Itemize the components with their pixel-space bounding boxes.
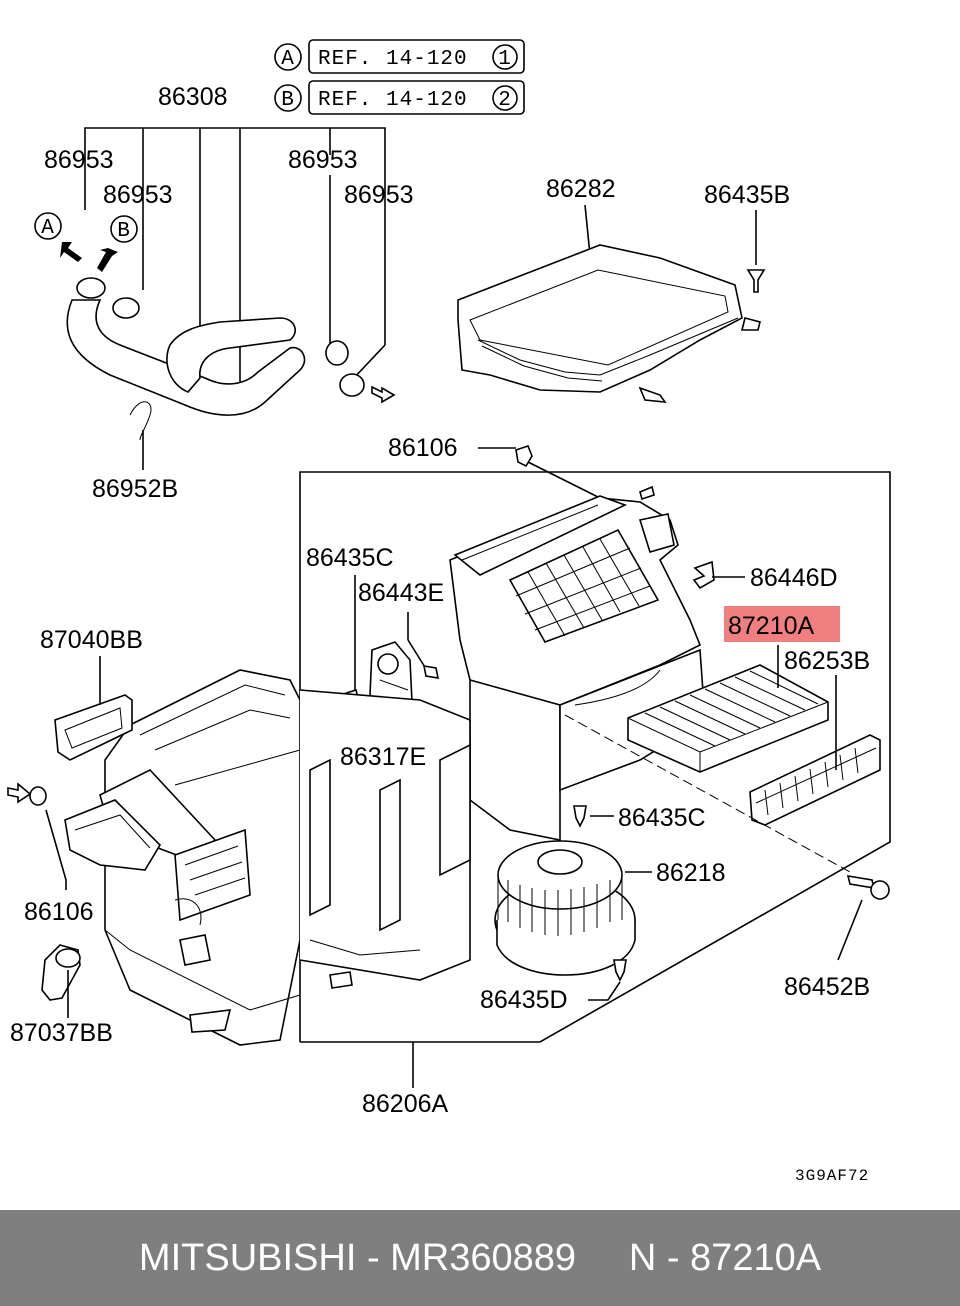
label-86953: 86953 xyxy=(103,181,173,209)
footer-bar: MITSUBISHI - MR360889 N - 87210A xyxy=(0,1210,960,1306)
label-86435c: 86435C xyxy=(618,804,706,832)
label-86106: 86106 xyxy=(24,898,94,926)
screw-86435d xyxy=(588,959,627,1001)
footer-text: MITSUBISHI - MR360889 N - 87210A xyxy=(138,1236,822,1279)
label-87040bb: 87040BB xyxy=(40,626,143,654)
screw-86435c-left xyxy=(339,575,359,711)
svg-text:REF. 14-120: REF. 14-120 xyxy=(318,89,468,112)
label-86317e: 86317E xyxy=(340,743,426,771)
svg-text:A: A xyxy=(41,217,55,240)
svg-text:B: B xyxy=(117,220,131,243)
screw-86435c-right xyxy=(573,805,614,828)
svg-text:B: B xyxy=(281,89,295,112)
hose-arrow-a: A xyxy=(34,212,82,262)
part-labels: 86308 86953 86953 86953 86953 86952B 862… xyxy=(10,83,870,1185)
svg-text:REF. 14-120: REF. 14-120 xyxy=(318,48,468,71)
svg-text:1: 1 xyxy=(498,48,512,71)
hose-leaders xyxy=(84,127,386,470)
label-87210a: 87210A xyxy=(728,612,815,640)
duct-87037bb xyxy=(41,944,81,1018)
label-86206a: 86206A xyxy=(362,1090,449,1118)
label-86953: 86953 xyxy=(44,146,114,174)
leader-86106-top xyxy=(478,445,601,499)
hose-arrow-b: B xyxy=(97,215,138,272)
grommet-86106-left xyxy=(7,782,67,890)
svg-text:A: A xyxy=(281,48,295,71)
actuator-86317e xyxy=(369,612,440,740)
blower-motor-86218 xyxy=(494,840,652,976)
svg-text:2: 2 xyxy=(498,89,512,112)
cabin-filter-87210a xyxy=(627,645,829,773)
label-86218: 86218 xyxy=(656,859,726,887)
blower-case xyxy=(449,485,706,841)
label-86953: 86953 xyxy=(288,146,358,174)
clip-86446d xyxy=(692,560,745,590)
label-86953: 86953 xyxy=(344,181,414,209)
filter-cover-86253b xyxy=(749,675,881,826)
label-86443e: 86443E xyxy=(358,579,444,607)
reference-a: A REF. 14-120 1 xyxy=(274,39,525,74)
label-86435b: 86435B xyxy=(704,181,790,209)
label-86308: 86308 xyxy=(158,83,228,111)
reference-b: B REF. 14-120 2 xyxy=(274,80,525,115)
parts-diagram: A REF. 14-120 1 B REF. 14-120 2 xyxy=(7,39,891,1185)
bolt-86452b xyxy=(564,714,890,961)
label-86435c: 86435C xyxy=(306,544,394,572)
label-86282: 86282 xyxy=(546,175,616,203)
highlight-87210a xyxy=(724,606,840,642)
label-86435d: 86435D xyxy=(480,986,568,1014)
label-86446d: 86446D xyxy=(750,564,838,592)
label-86106: 86106 xyxy=(388,434,458,462)
bracket-87040bb xyxy=(54,656,133,761)
label-87037bb: 87037BB xyxy=(10,1019,113,1047)
heater-hoses xyxy=(66,277,396,441)
label-86952b: 86952B xyxy=(92,475,178,503)
label-86253b: 86253B xyxy=(784,647,870,675)
heater-unit xyxy=(64,669,471,1046)
diagram-code: 3G9AF72 xyxy=(795,1167,869,1185)
filter-housing-86282 xyxy=(457,204,766,403)
label-86452b: 86452B xyxy=(784,973,870,1001)
